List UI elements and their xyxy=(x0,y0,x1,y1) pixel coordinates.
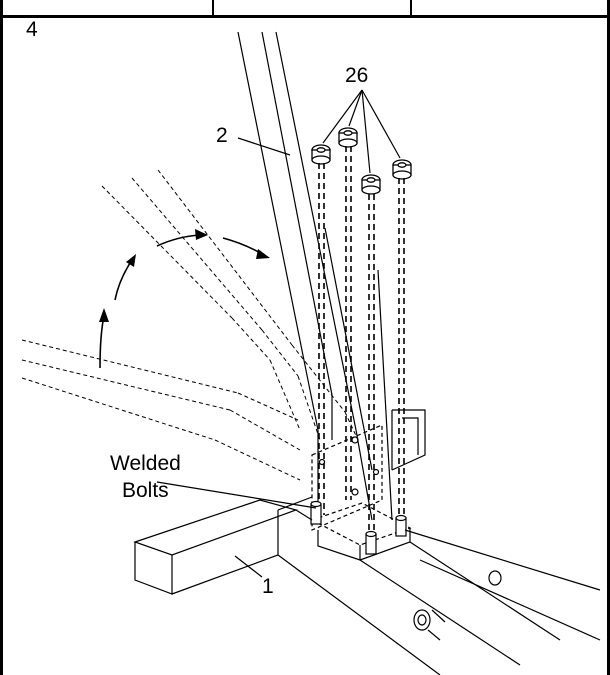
header-divider-1 xyxy=(212,0,214,18)
callout-welded: Welded xyxy=(110,452,181,475)
base-frame-part-1 xyxy=(133,496,601,675)
nut-4 xyxy=(392,159,412,180)
arrowheads xyxy=(99,229,270,322)
nut-2 xyxy=(338,127,358,148)
nut-3 xyxy=(361,174,381,195)
rail-rollers xyxy=(413,570,502,641)
callout-base: 1 xyxy=(262,575,274,598)
header-divider-2 xyxy=(410,0,412,18)
welded-bolt-stubs xyxy=(310,500,407,555)
callout-nuts: 26 xyxy=(345,64,368,87)
upright-part-2 xyxy=(237,31,393,521)
leader-lines xyxy=(156,89,401,578)
rotation-arrows xyxy=(99,234,265,369)
hex-nuts-26 xyxy=(311,127,412,195)
header-row xyxy=(0,0,610,18)
callout-bolts: Bolts xyxy=(122,479,169,502)
nut-1 xyxy=(311,144,331,165)
bolt-guide-lines xyxy=(318,146,405,540)
step-number: 4 xyxy=(26,18,38,41)
callout-upright: 2 xyxy=(216,124,228,147)
upright-folded-phantom xyxy=(21,169,359,481)
